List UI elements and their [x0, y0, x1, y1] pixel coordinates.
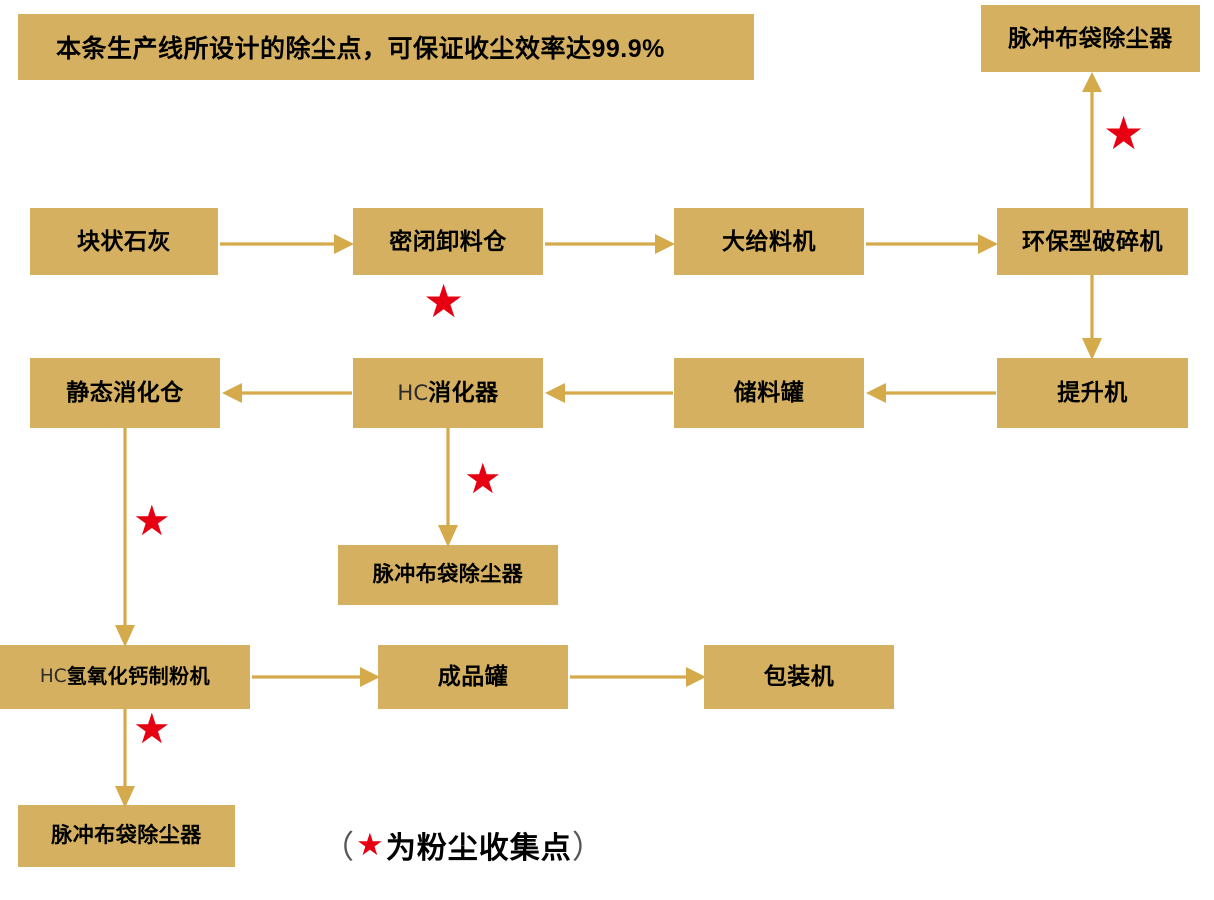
arrow-digester-to-dust-collector — [430, 427, 466, 547]
node-sealed-discharge-bin[interactable]: 密闭卸料仓 — [353, 208, 543, 275]
arrow-feeder-to-crusher — [864, 226, 998, 262]
arrow-product-tank-to-packing — [568, 659, 706, 695]
arrow-crusher-to-elevator — [1074, 274, 1110, 360]
node-raw-material[interactable]: 块状石灰 — [30, 208, 218, 275]
title-banner: 本条生产线所设计的除尘点，可保证收尘效率达99.9% — [18, 14, 754, 80]
arrow-raw-to-discharge-bin — [218, 226, 354, 262]
star-icon-static-bin: ★ — [133, 496, 171, 545]
hc-prefix-label: HC — [397, 380, 429, 406]
hc-prefix-label-mill: HC — [39, 665, 67, 687]
node-finished-product-tank[interactable]: 成品罐 — [378, 645, 568, 709]
star-icon-discharge-bin: ★ — [423, 274, 465, 328]
arrow-mill-to-product-tank — [250, 659, 380, 695]
legend: （ ★ 为粉尘收集点 ） — [322, 822, 604, 868]
node-storage-tank[interactable]: 储料罐 — [674, 358, 864, 428]
node-dust-collector-crusher[interactable]: 脉冲布袋除尘器 — [981, 5, 1200, 72]
arrow-discharge-bin-to-feeder — [543, 226, 675, 262]
node-dust-collector-mill[interactable]: 脉冲布袋除尘器 — [18, 805, 235, 867]
node-static-digestion-bin[interactable]: 静态消化仓 — [30, 358, 220, 428]
legend-close-paren: ） — [571, 829, 604, 865]
star-icon-crusher: ★ — [1103, 106, 1145, 160]
hc-mill-label: 氢氧化钙制粉机 — [66, 666, 211, 688]
arrow-storage-tank-to-digester — [543, 375, 675, 411]
node-packing-machine[interactable]: 包装机 — [704, 645, 894, 709]
node-dust-collector-digester[interactable]: 脉冲布袋除尘器 — [338, 545, 558, 605]
node-eco-crusher[interactable]: 环保型破碎机 — [997, 208, 1188, 275]
node-elevator[interactable]: 提升机 — [997, 358, 1188, 428]
arrow-digester-to-static-bin — [220, 375, 354, 411]
arrow-static-bin-to-mill — [107, 427, 143, 647]
legend-open-paren: （ — [322, 829, 355, 865]
arrow-mill-to-dust-collector — [107, 708, 143, 808]
node-large-feeder[interactable]: 大给料机 — [674, 208, 864, 275]
legend-star-icon: ★ — [356, 827, 384, 863]
arrow-crusher-to-dust-collector — [1074, 70, 1110, 210]
star-icon-mill: ★ — [133, 704, 171, 753]
hc-digester-label: 消化器 — [428, 379, 499, 406]
star-icon-digester: ★ — [464, 454, 502, 503]
arrow-elevator-to-storage-tank — [864, 375, 998, 411]
legend-text: 为粉尘收集点 — [385, 832, 572, 865]
